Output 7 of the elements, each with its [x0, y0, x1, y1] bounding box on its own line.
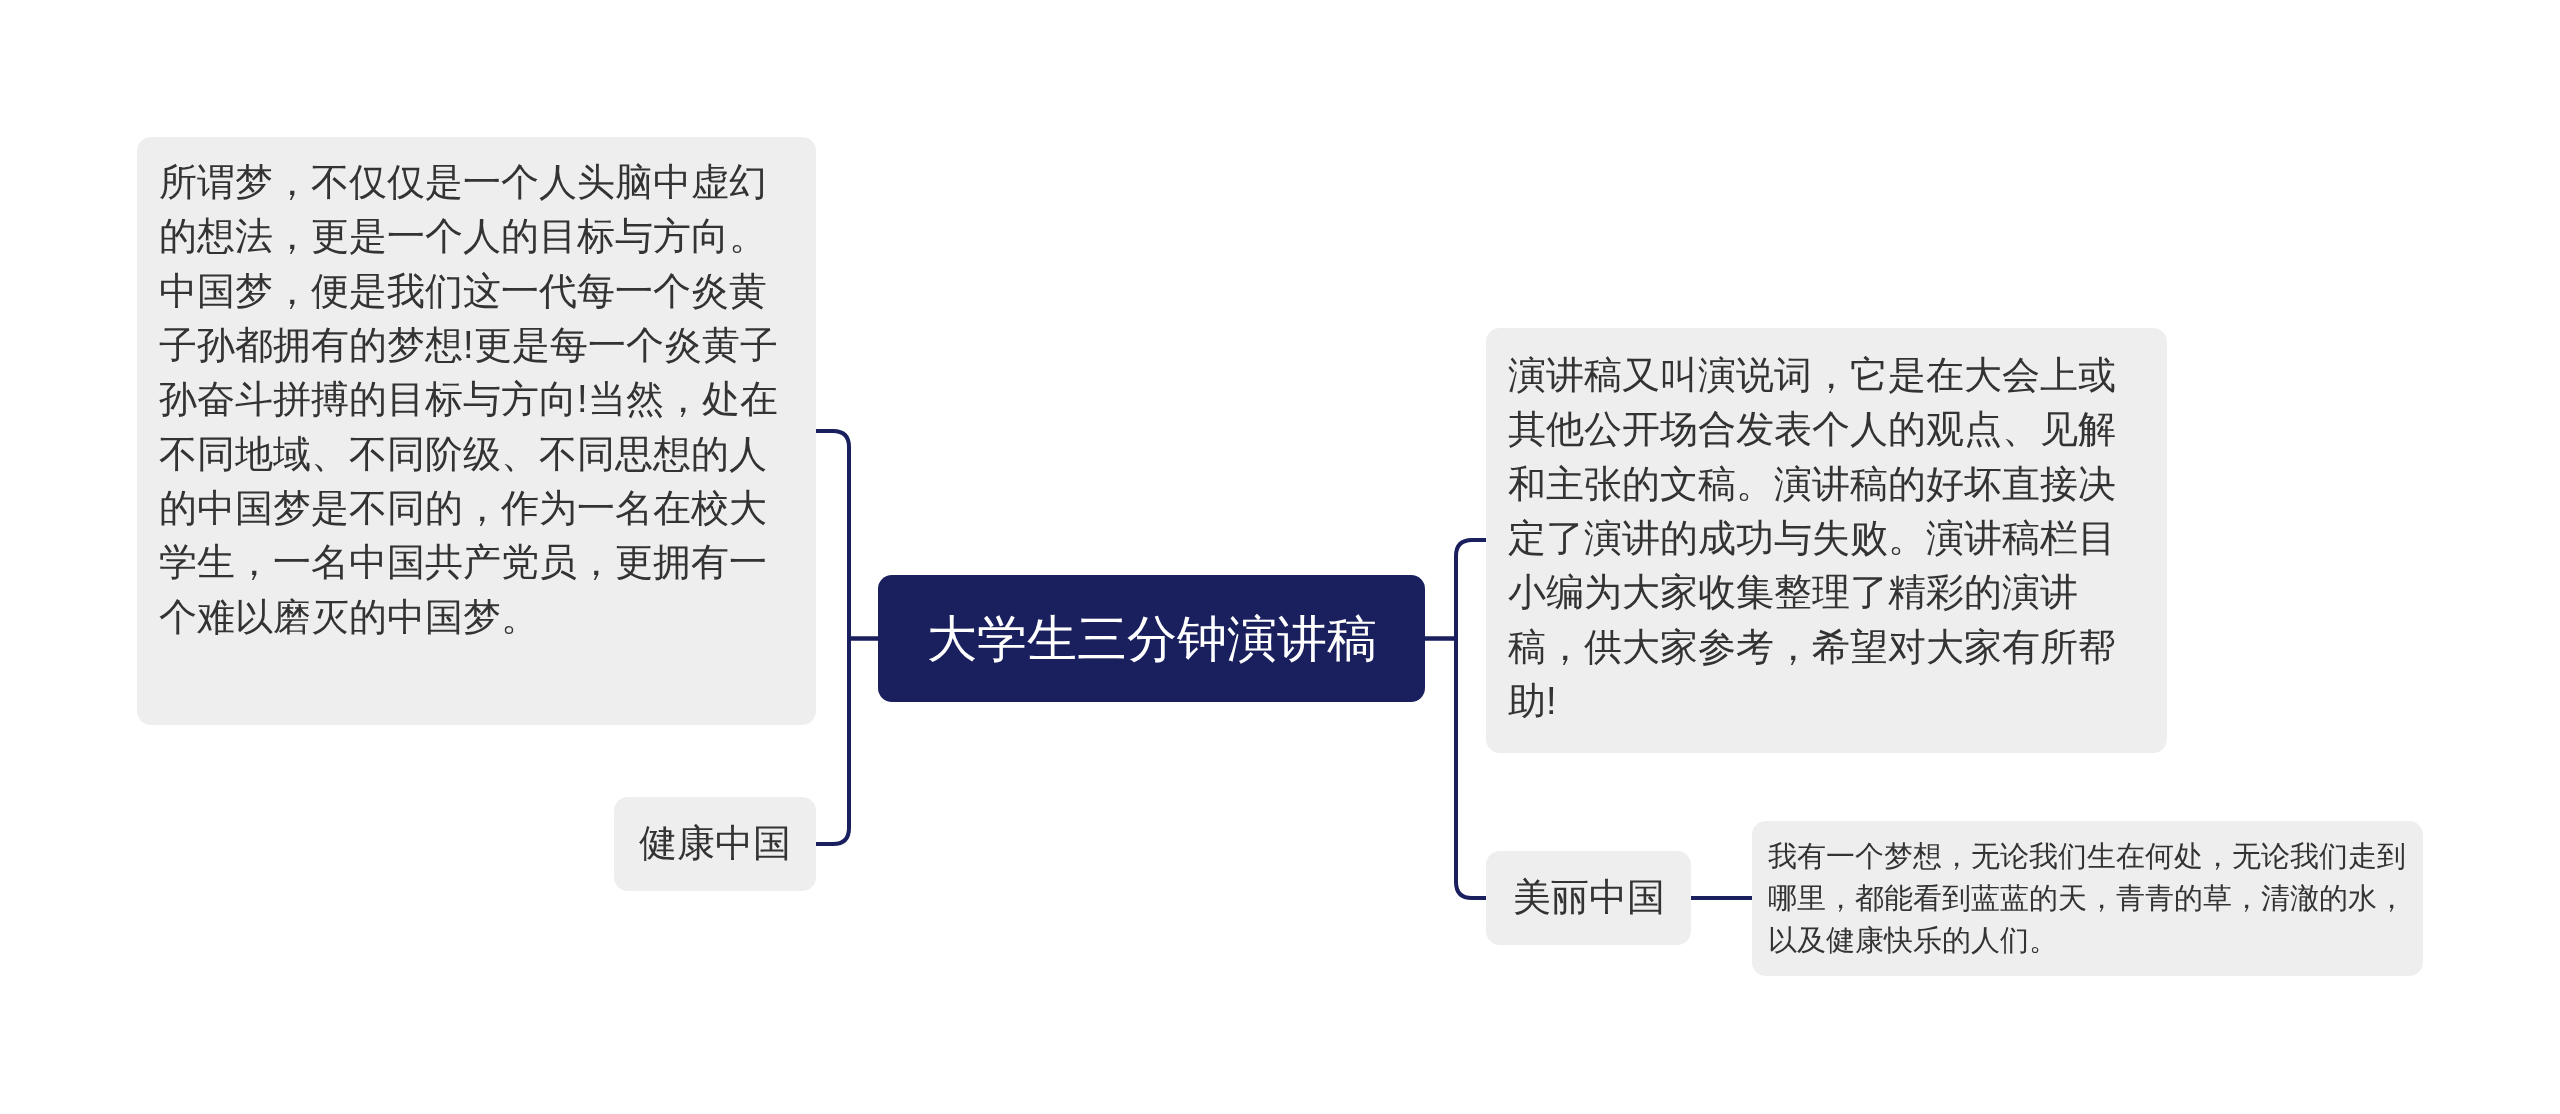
text-box: 我有一个梦想，无论我们生在何处，无论我们走到哪里，都能看到蓝蓝的天，青青的草，清澈的水，以及健康快乐的人们。 — [1752, 821, 2423, 976]
text-box: 所谓梦，不仅仅是一个人头脑中虚幻的想法，更是一个人的目标与方向。中国梦，便是我们这一代每一个炎黄子孙都拥有的梦想!更是每一个炎黄子孙奋斗拼搏的目标与方向!当然，处在不同地域、不同阶级、不同思想的人的中国梦是不同的，作为一名在校大学生，一名中国共产党员，更拥有一个难以磨灭的中国梦。 — [137, 137, 816, 725]
topic-box: 美丽中国 — [1486, 851, 1691, 945]
text-box: 演讲稿又叫演说词，它是在大会上或其他公开场合发表个人的观点、见解和主张的文稿。演讲稿的好坏直接决定了演讲的成功与失败。演讲稿栏目小编为大家收集整理了精彩的演讲稿，供大家参考，希望对大家有所帮助! — [1486, 328, 2167, 753]
connector-line — [1691, 896, 1752, 900]
central-topic-box: 大学生三分钟演讲稿 — [878, 575, 1425, 702]
topic-box: 健康中国 — [614, 797, 816, 891]
